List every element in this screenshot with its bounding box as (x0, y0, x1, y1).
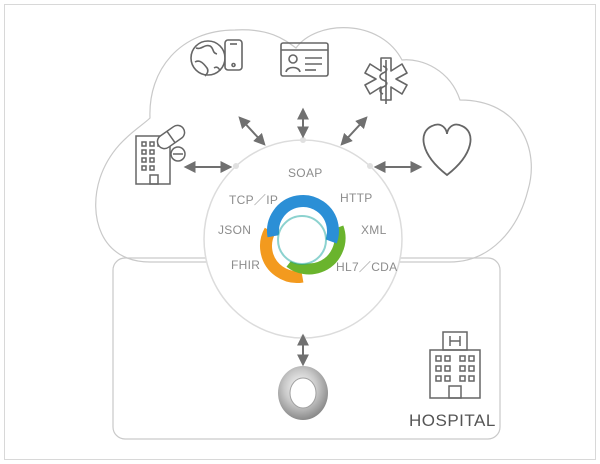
label-http: HTTP (340, 191, 373, 205)
hospital-building-icon (429, 331, 481, 399)
hospital-label: HOSPITAL (409, 411, 496, 430)
medical-star-icon (364, 57, 408, 104)
cloud-outline (95, 27, 532, 263)
arrow-medical (340, 116, 368, 146)
label-fhir: FHIR (231, 258, 261, 272)
gateway-ring-icon (278, 366, 328, 420)
globe-phone-icon (190, 39, 243, 77)
gateway-logo (260, 194, 346, 283)
label-xml: XML (361, 223, 387, 237)
label-hl7-cda: HL7／CDA (336, 260, 398, 274)
label-json: JSON (218, 223, 252, 237)
arrow-globe (238, 116, 266, 146)
heart-icon (422, 123, 472, 177)
label-soap: SOAP (288, 166, 323, 180)
diagram-frame (4, 4, 596, 460)
building-pills-icon (135, 124, 186, 185)
id-card-icon (280, 42, 329, 77)
label-tcpip: TCP／IP (229, 193, 279, 207)
